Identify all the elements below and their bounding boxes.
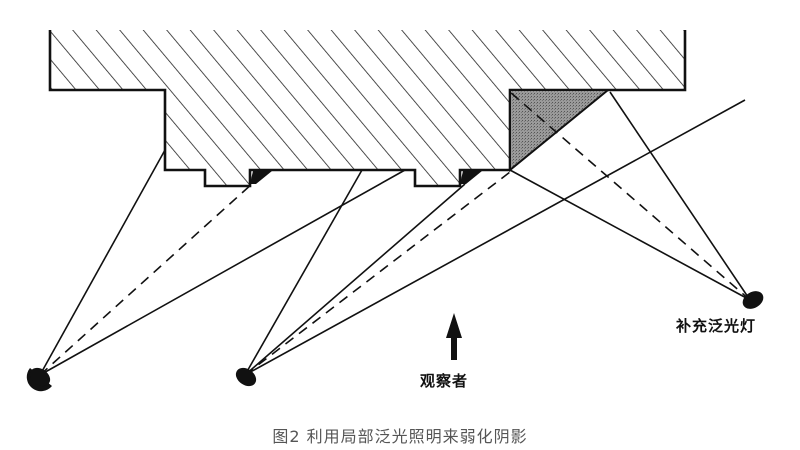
light-beams	[39, 91, 751, 376]
fill-light-fixture	[742, 291, 764, 309]
light-fixture-1	[26, 367, 52, 392]
facade-section	[50, 30, 685, 186]
fill-beam-a	[509, 169, 751, 301]
semicircle-lamp-icon	[742, 291, 764, 309]
fill-beam-b	[609, 91, 751, 301]
shadow-wedge-right	[460, 171, 482, 184]
beam-1-lower	[39, 169, 406, 376]
beam-2-b	[244, 183, 466, 376]
figure-caption: 图2 利用局部泛光照明来弱化阴影	[272, 427, 528, 446]
fill-light-label: 补充泛光灯	[676, 317, 757, 335]
shadow-triangle	[509, 89, 611, 173]
beam-1-upper	[39, 149, 166, 376]
beam-2-lower	[244, 99, 746, 376]
building-facade	[48, 30, 687, 188]
semicircle-lamp-icon	[235, 367, 257, 387]
up-arrow-icon	[446, 313, 462, 360]
observer-arrow	[446, 313, 462, 360]
light-fixture-2	[235, 367, 257, 387]
beam-2-dashed	[244, 171, 511, 376]
beam-2-a	[244, 169, 363, 376]
fill-beam-dashed	[509, 91, 751, 301]
beam-1-dashed	[39, 182, 254, 376]
shadow-wedge-left	[250, 171, 272, 184]
observer-label: 观察者	[420, 372, 469, 390]
